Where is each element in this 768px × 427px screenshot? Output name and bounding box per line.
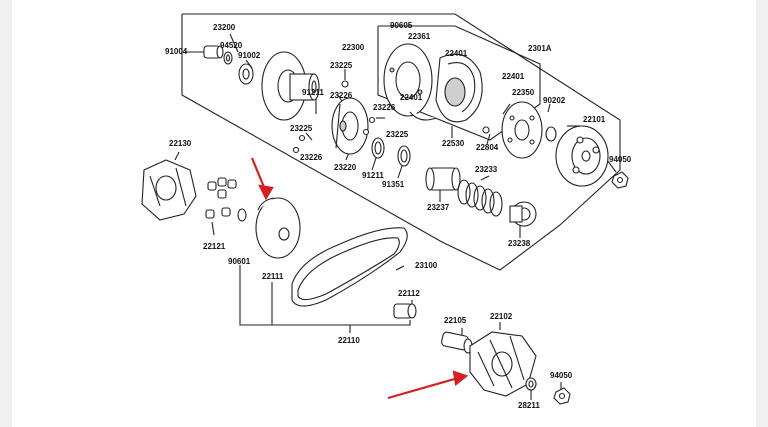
label-22350: 22350: [512, 88, 535, 97]
part-23233: [457, 179, 503, 217]
label-22121: 22121: [203, 242, 226, 251]
label-91211-a: 91211: [302, 88, 324, 97]
label-23238: 23238: [508, 239, 531, 248]
label-23226-b: 23226: [373, 103, 396, 112]
label-23226-a: 23226: [330, 91, 353, 100]
bracket-22110: [239, 265, 411, 326]
label-22111: 22111: [262, 272, 284, 281]
label-23200: 23200: [213, 23, 236, 32]
label-90605: 90605: [390, 21, 413, 30]
label-90202: 90202: [543, 96, 566, 105]
label-22130: 22130: [169, 139, 192, 148]
label-91211-b: 91211: [362, 171, 384, 180]
label-22112: 22112: [398, 289, 420, 298]
label-94050-upper: 94050: [609, 155, 632, 164]
label-2301A: 2301A: [528, 44, 552, 53]
left-margin: [0, 0, 12, 427]
part-22105: [441, 331, 473, 354]
part-91004: [203, 45, 224, 59]
label-22530: 22530: [442, 139, 465, 148]
label-94050-lower: 94050: [550, 371, 573, 380]
part-22350: [501, 101, 543, 159]
label-22101: 22101: [583, 115, 606, 124]
label-91351: 91351: [382, 180, 405, 189]
assembly-outline: [181, 13, 621, 271]
label-22401-a: 22401: [445, 49, 468, 58]
label-90601: 90601: [228, 257, 251, 266]
label-23225-c: 23225: [386, 130, 409, 139]
label-23100: 23100: [415, 261, 438, 270]
part-23220: [331, 97, 369, 155]
label-28211: 28211: [518, 401, 540, 410]
part-23100: [291, 227, 408, 307]
label-22110: 22110: [338, 336, 360, 345]
part-22111: [255, 197, 301, 259]
label-22300: 22300: [342, 43, 365, 52]
label-22361: 22361: [408, 32, 431, 41]
part-22102: [469, 331, 537, 397]
label-23226-c: 23226: [300, 153, 323, 162]
right-margin: [756, 0, 768, 427]
label-23237: 23237: [427, 203, 450, 212]
part-22101: [555, 125, 609, 187]
part-22300: [383, 43, 483, 123]
label-23225-a: 23225: [330, 61, 353, 70]
label-91002: 91002: [238, 51, 261, 60]
part-23200: [261, 51, 320, 121]
label-94520: 94520: [220, 41, 243, 50]
part-23238: [509, 201, 537, 227]
highlight-arrow-lower: [387, 376, 459, 400]
label-22105: 22105: [444, 316, 467, 325]
label-22401-c: 22401: [400, 93, 423, 102]
label-23233: 23233: [475, 165, 498, 174]
part-22130: [141, 159, 197, 221]
part-22112: [393, 303, 417, 319]
part-23237: [425, 167, 461, 191]
label-91004: 91004: [165, 47, 188, 56]
label-22102: 22102: [490, 312, 513, 321]
label-23220: 23220: [334, 163, 357, 172]
clutch-box: [377, 25, 541, 141]
label-22804: 22804: [476, 143, 499, 152]
label-23225-b: 23225: [290, 124, 313, 133]
label-22401-b: 22401: [502, 72, 525, 81]
